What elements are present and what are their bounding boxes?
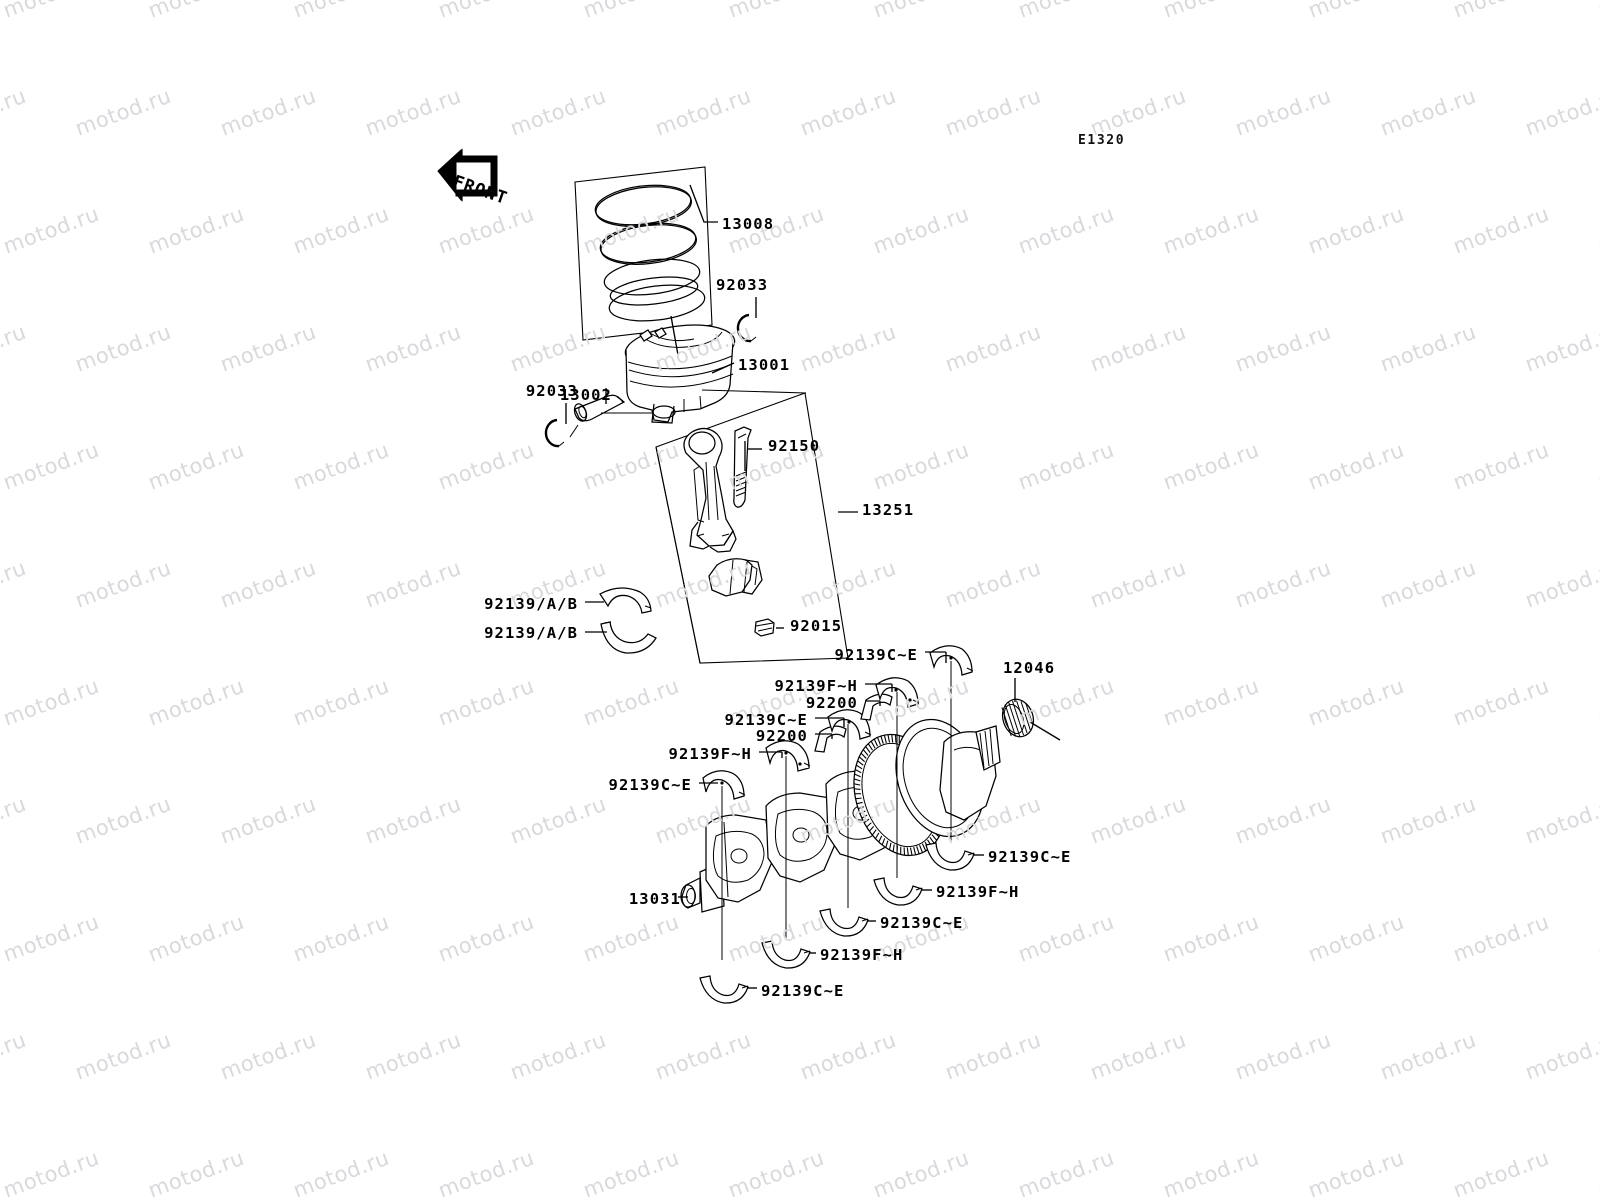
- big-end-bearing-lower-part: [600, 621, 657, 654]
- part-label-main-bearing-fh-4: 92139F~H: [820, 946, 904, 964]
- part-label-main-bearing-fh-1: 92139F~H: [774, 677, 858, 695]
- part-label-connecting-rod-nut: 92015: [790, 617, 843, 635]
- part-label-crankshaft-gear: 12046: [1003, 659, 1056, 677]
- part-label-piston-ring-set: 13008: [722, 215, 775, 233]
- part-label-crankshaft: 13031: [628, 890, 681, 908]
- part-label-piston: 13001: [738, 356, 791, 374]
- part-label-main-bearing-fh-3: 92139F~H: [936, 883, 1020, 901]
- bearing-shell-ce-1: [929, 645, 974, 676]
- crankshaft-assembly-group: [680, 718, 1001, 913]
- bearing-shell-ce-5: [819, 908, 869, 937]
- part-label-thrust-washer-1: 92200: [805, 694, 858, 712]
- part-label-thrust-washer-2: 92200: [755, 727, 808, 745]
- bearing-shell-ce-6: [699, 975, 749, 1004]
- part-label-big-end-bearing-upper: 92139/A/B: [484, 595, 578, 613]
- part-label-main-bearing-ce-1: 92139C~E: [834, 646, 918, 664]
- diagram-code: E1320: [1078, 133, 1126, 148]
- part-label-connecting-rod-assembly: 13251: [862, 501, 915, 519]
- bearing-shell-ce-3: [702, 770, 746, 800]
- thrust-washer-2-part: [814, 725, 847, 753]
- bearing-shell-ce-4: [925, 842, 975, 871]
- thrust-washer-1-part: [860, 693, 893, 721]
- part-label-main-bearing-ce-6: 92139C~E: [761, 982, 845, 1000]
- part-label-main-bearing-fh-2: 92139F~H: [668, 745, 752, 763]
- front-arrow-icon: FRONT: [437, 148, 510, 209]
- part-label-piston-pin-snap-ring-bot: 92033: [525, 382, 578, 400]
- snap-ring-top-part: [736, 313, 757, 343]
- part-label-main-bearing-ce-5: 92139C~E: [880, 914, 964, 932]
- part-label-main-bearing-ce-2: 92139C~E: [724, 711, 808, 729]
- crankshaft-gear-part: [1001, 698, 1035, 738]
- piston-pin-part: [573, 394, 626, 422]
- piston-ring-set-group: [574, 166, 713, 341]
- part-label-piston-pin-snap-ring-top: 92033: [716, 276, 769, 294]
- part-label-connecting-rod-bolt: 92150: [768, 437, 821, 455]
- connecting-rod-assembly-group: [655, 389, 849, 664]
- part-label-main-bearing-ce-4: 92139C~E: [988, 848, 1072, 866]
- bearing-shell-fh-3: [873, 877, 923, 906]
- bearing-shell-ce-2: [827, 709, 872, 740]
- part-label-big-end-bearing-lower: 92139/A/B: [484, 624, 578, 642]
- snap-ring-bottom-part: [544, 418, 565, 448]
- bearing-shell-fh-1: [875, 677, 920, 708]
- big-end-bearing-upper-part: [599, 587, 652, 614]
- piston-part: [624, 324, 736, 424]
- part-label-main-bearing-ce-3: 92139C~E: [608, 776, 692, 794]
- leader-lines: [565, 184, 1061, 989]
- part-label-piston-pin: 13002: [559, 386, 612, 404]
- bearing-shell-fh-4: [761, 940, 811, 969]
- bearing-shell-fh-2: [765, 740, 811, 772]
